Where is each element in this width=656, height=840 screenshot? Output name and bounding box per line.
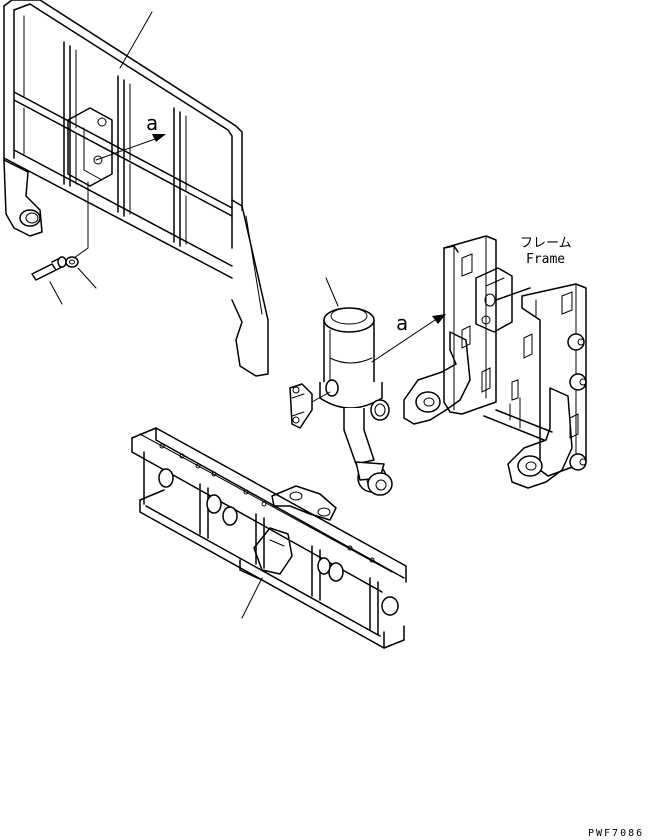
callout-a-top: a xyxy=(95,111,166,161)
bolt-and-washer xyxy=(31,256,79,281)
tilt-cylinder xyxy=(319,277,393,496)
cylinder-clamp xyxy=(289,383,331,429)
fork-carriage xyxy=(131,427,407,649)
frame-label-en: Frame xyxy=(526,252,565,267)
leader-line-washer-tip xyxy=(77,267,97,289)
mast-frame xyxy=(403,235,587,489)
load-backrest xyxy=(3,0,269,377)
leader-line-carriage xyxy=(241,577,263,619)
callout-letter-a-top: a xyxy=(146,111,158,135)
callout-letter-a-mid: a xyxy=(396,311,408,335)
leader-line-bolt xyxy=(49,281,63,305)
leader-line-washer xyxy=(73,181,89,259)
frame-label-jp: フレーム xyxy=(520,236,572,251)
leader-line-cylinder xyxy=(325,277,339,307)
drawing-code: PWF7086 xyxy=(588,828,644,839)
leader-line-backrest xyxy=(119,11,153,69)
callout-a-mid: a xyxy=(371,311,446,363)
